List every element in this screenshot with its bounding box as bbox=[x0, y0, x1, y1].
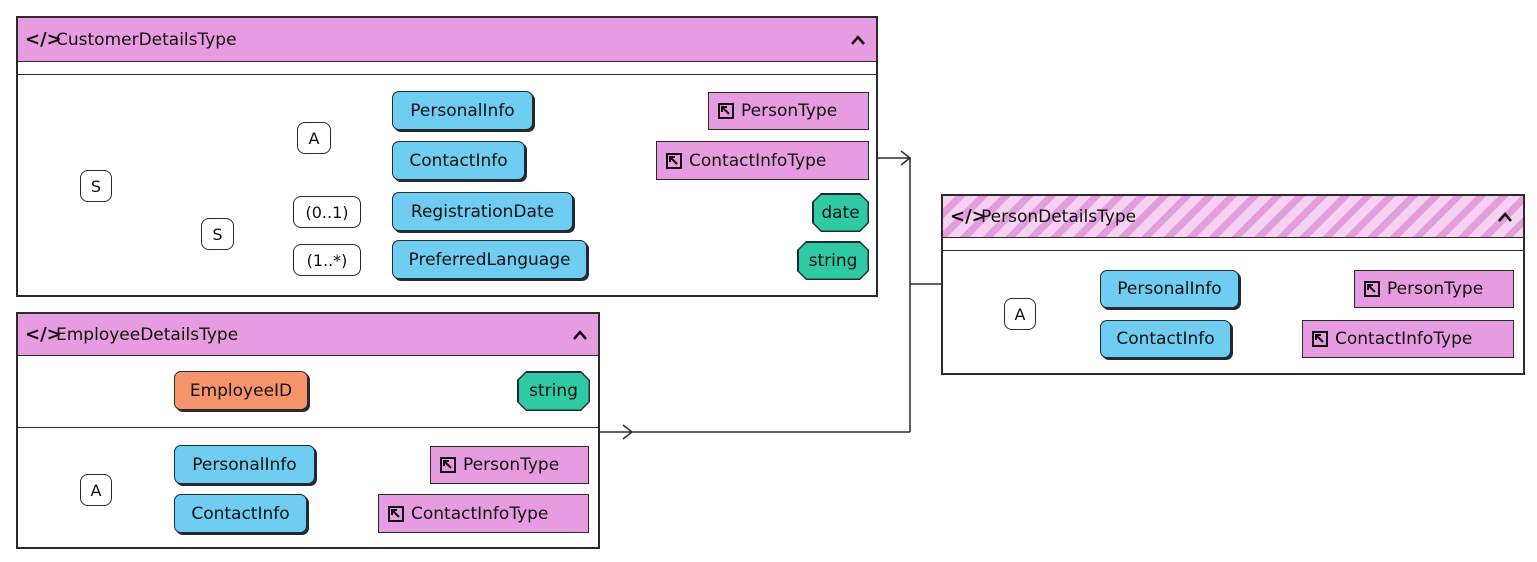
person-details-title: PersonDetailsType bbox=[981, 206, 1137, 227]
type-ref-contact-info-type[interactable]: ContactInfoType bbox=[656, 141, 869, 180]
element-contact-info[interactable]: ContactInfo bbox=[392, 141, 525, 180]
element-personal-info[interactable]: PersonalInfo bbox=[392, 91, 533, 130]
link-arrow-icon bbox=[388, 505, 404, 522]
divider bbox=[18, 427, 598, 428]
code-icon: </> bbox=[25, 324, 62, 345]
sequence-compositor-inner[interactable]: S bbox=[201, 218, 234, 250]
code-icon: </> bbox=[25, 29, 62, 50]
datatype-label: string bbox=[799, 243, 868, 279]
employee-details-header[interactable]: </> EmployeeDetailsType bbox=[18, 314, 598, 356]
link-arrow-icon bbox=[440, 457, 456, 473]
customer-details-header[interactable]: </> CustomerDetailsType bbox=[18, 18, 876, 62]
element-personal-info[interactable]: PersonalInfo bbox=[1100, 270, 1239, 308]
type-ref-person-type[interactable]: PersonType bbox=[1354, 270, 1514, 308]
all-compositor[interactable]: A bbox=[297, 122, 331, 154]
type-ref-label: ContactInfoType bbox=[689, 150, 827, 171]
type-ref-person-type[interactable]: PersonType bbox=[430, 446, 589, 484]
employee-details-title: EmployeeDetailsType bbox=[56, 324, 239, 345]
link-arrow-icon bbox=[666, 152, 682, 169]
type-ref-label: ContactInfoType bbox=[1335, 329, 1473, 349]
attribute-employee-id[interactable]: EmployeeID bbox=[174, 371, 308, 410]
datatype-label: string bbox=[519, 373, 589, 410]
element-registration-date[interactable]: RegistrationDate bbox=[392, 192, 573, 231]
type-ref-contact-info-type[interactable]: ContactInfoType bbox=[378, 494, 589, 533]
all-compositor[interactable]: A bbox=[80, 474, 112, 506]
chevron-up-icon[interactable] bbox=[850, 18, 866, 61]
occurrence-badge-registration: (0..1) bbox=[293, 196, 361, 228]
type-ref-person-type[interactable]: PersonType bbox=[708, 92, 869, 130]
type-ref-label: ContactInfoType bbox=[411, 503, 549, 524]
employee-details-panel: </> EmployeeDetailsType bbox=[16, 312, 600, 549]
datatype-string[interactable]: string bbox=[797, 241, 869, 280]
person-details-header[interactable]: </> PersonDetailsType bbox=[943, 196, 1523, 238]
sequence-compositor[interactable]: S bbox=[80, 170, 112, 202]
type-ref-contact-info-type[interactable]: ContactInfoType bbox=[1302, 320, 1514, 358]
divider bbox=[18, 74, 876, 75]
element-preferred-language[interactable]: PreferredLanguage bbox=[392, 240, 587, 279]
type-ref-label: PersonType bbox=[1387, 279, 1484, 299]
datatype-string[interactable]: string bbox=[517, 371, 590, 411]
chevron-up-icon[interactable] bbox=[572, 314, 588, 355]
chevron-up-icon[interactable] bbox=[1497, 196, 1513, 237]
type-ref-label: PersonType bbox=[741, 101, 838, 121]
datatype-label: date bbox=[814, 195, 868, 231]
element-contact-info[interactable]: ContactInfo bbox=[174, 494, 307, 533]
all-compositor[interactable]: A bbox=[1004, 298, 1036, 330]
link-arrow-icon bbox=[1364, 281, 1380, 297]
divider bbox=[943, 250, 1523, 251]
customer-details-panel: </> CustomerDetailsType bbox=[16, 16, 878, 297]
type-ref-label: PersonType bbox=[463, 455, 560, 475]
occurrence-badge-language: (1..*) bbox=[293, 244, 361, 276]
datatype-date[interactable]: date bbox=[812, 193, 869, 232]
link-arrow-icon bbox=[1312, 331, 1328, 347]
element-personal-info[interactable]: PersonalInfo bbox=[174, 445, 315, 484]
customer-details-title: CustomerDetailsType bbox=[56, 29, 237, 50]
code-icon: </> bbox=[950, 206, 987, 227]
link-arrow-icon bbox=[718, 103, 734, 119]
element-contact-info[interactable]: ContactInfo bbox=[1100, 320, 1231, 358]
